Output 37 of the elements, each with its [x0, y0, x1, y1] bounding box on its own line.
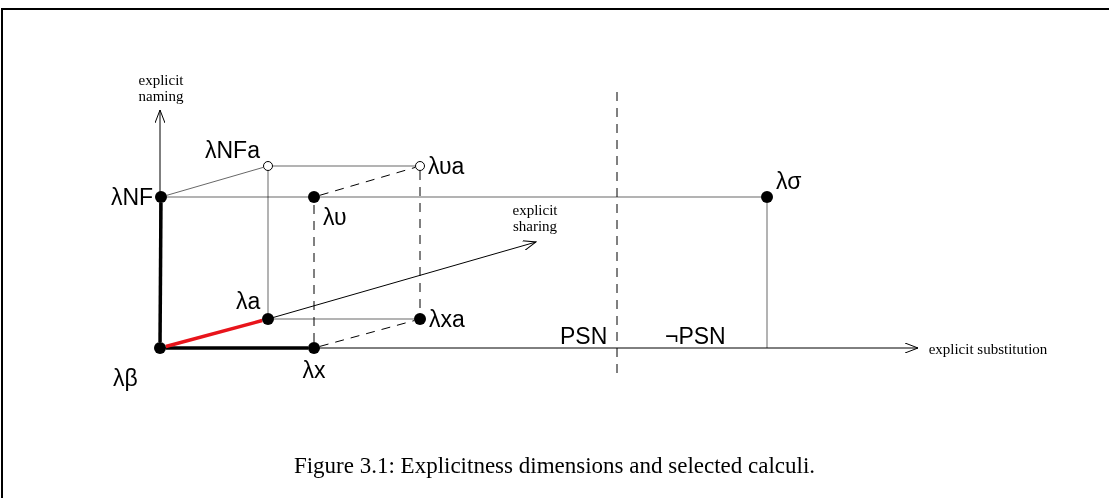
open-point — [263, 161, 273, 171]
calculus-label: λx — [302, 358, 326, 382]
region-label: PSN — [560, 325, 608, 348]
axis-label: explicit sharing — [511, 203, 559, 235]
axis-label: explicit naming — [137, 73, 185, 105]
calculus-label: λNFa — [205, 138, 260, 162]
filled-point — [155, 191, 167, 203]
calculus-label: λυa — [428, 154, 465, 178]
connector-line — [766, 202, 768, 349]
calculus-label: λa — [236, 289, 261, 313]
filled-point — [761, 191, 773, 203]
calculus-label: λxa — [429, 307, 465, 331]
connector-line — [158, 203, 163, 342]
calculus-label: λυ — [323, 205, 347, 229]
axis-label: explicit substitution — [928, 342, 1048, 358]
connector-line — [165, 318, 263, 349]
calculus-label: λNF — [111, 185, 154, 209]
calculus-label: λσ — [776, 169, 802, 193]
connector-line — [319, 320, 415, 347]
figure-caption: Figure 3.1: Explicitness dimensions and selected calculi. — [292, 453, 817, 479]
filled-point — [154, 342, 166, 354]
connector-line — [313, 202, 315, 343]
connector-line — [319, 196, 762, 198]
connector-line — [166, 196, 309, 198]
connector-line — [319, 166, 416, 196]
connector-line — [166, 346, 308, 350]
connector-line — [166, 167, 264, 196]
calculus-label: λβ — [113, 366, 138, 390]
connector-line — [272, 165, 416, 167]
region-label: ¬PSN — [665, 325, 726, 348]
connector-line — [273, 318, 415, 320]
filled-point — [262, 313, 274, 325]
open-point — [415, 161, 425, 171]
filled-point — [414, 313, 426, 325]
filled-point — [308, 342, 320, 354]
filled-point — [308, 191, 320, 203]
connector-line — [267, 170, 269, 314]
